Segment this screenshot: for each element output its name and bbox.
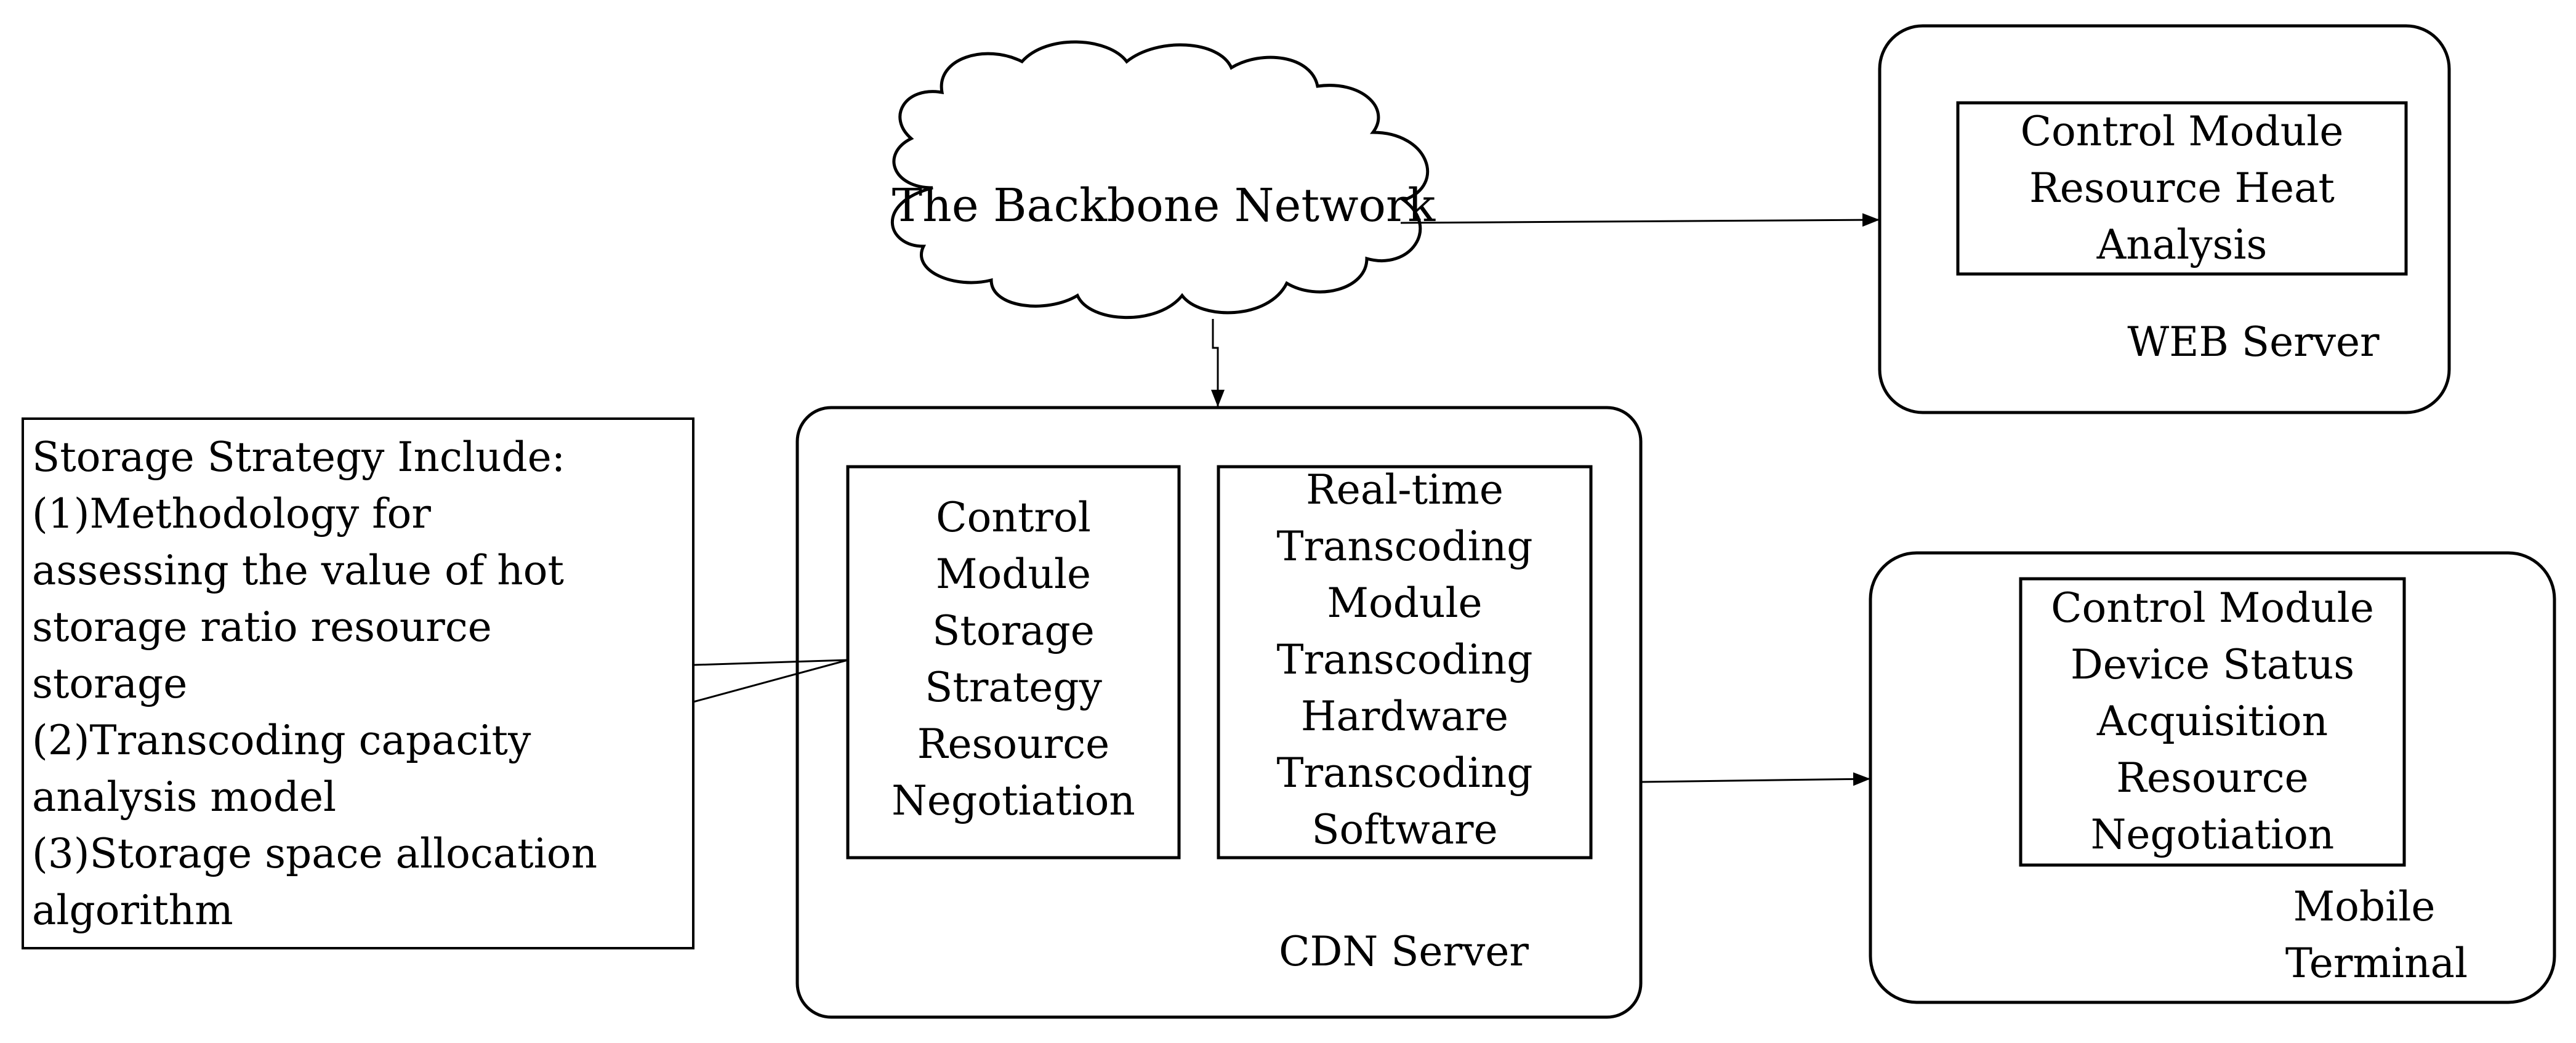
backbone-cloud <box>890 40 1430 320</box>
web-server-title: WEB Server <box>2127 318 2380 366</box>
mobile-module-line-5: Negotiation <box>2090 811 2335 858</box>
mobile-terminal-box <box>1869 551 2556 1004</box>
strategy-line-5: storage <box>32 660 188 707</box>
strategy-line-7: analysis model <box>32 773 337 821</box>
strategy-line-9: algorithm <box>32 887 233 934</box>
cdn-transcoding-line-6: Transcoding <box>1276 749 1533 797</box>
cdn-server-box <box>795 406 1643 1019</box>
mobile-module-line-4: Resource <box>2116 754 2309 802</box>
web-control-module-box <box>1956 101 2408 276</box>
cdn-transcoding-module-text: Real-time Transcoding Module Transcoding… <box>1218 462 1591 858</box>
callout-line-upper <box>693 659 848 666</box>
mobile-module-line-1: Control Module <box>2051 584 2374 632</box>
strategy-line-3: assessing the value of hot <box>32 547 564 594</box>
mobile-title-line-2: Terminal <box>2285 940 2468 987</box>
backbone-network-label: The Backbone Network <box>892 179 1436 232</box>
cdn-transcoding-line-3: Module <box>1327 579 1483 627</box>
cdn-control-line-1: Control <box>936 494 1091 541</box>
cdn-control-line-6: Negotiation <box>892 777 1135 824</box>
web-server-box <box>1878 24 2451 414</box>
cdn-transcoding-module-box <box>1217 465 1593 860</box>
storage-strategy-box <box>22 417 694 949</box>
web-control-module-text: Control Module Resource Heat Analysis <box>1958 103 2406 273</box>
cdn-transcoding-line-2: Transcoding <box>1276 523 1533 570</box>
cdn-server-title: CDN Server <box>1279 928 1529 975</box>
mobile-module-line-3: Acquisition <box>2096 698 2328 745</box>
cdn-transcoding-line-4: Transcoding <box>1276 636 1533 683</box>
strategy-line-2: (1)Methodology for <box>32 490 431 538</box>
mobile-title-line-1: Mobile <box>2293 883 2436 930</box>
strategy-line-6: (2)Transcoding capacity <box>32 717 531 764</box>
mobile-control-module-box <box>2019 577 2406 867</box>
arrow-cdn-to-mobile <box>1640 772 1870 786</box>
cdn-control-line-5: Resource <box>917 720 1110 768</box>
arrow-backbone-to-web <box>1400 213 1880 227</box>
cdn-transcoding-line-5: Hardware <box>1300 693 1509 740</box>
strategy-line-4: storage ratio resource <box>32 603 492 651</box>
storage-strategy-text: Storage Strategy Include: (1)Methodology… <box>32 429 691 939</box>
strategy-line-8: (3)Storage space allocation <box>32 830 598 877</box>
callout-line-lower <box>693 659 848 703</box>
arrow-backbone-to-cdn <box>1211 319 1225 407</box>
mobile-control-module-text: Control Module Device Status Acquisition… <box>2021 580 2404 863</box>
cdn-control-line-4: Strategy <box>925 664 1102 711</box>
cdn-control-module-box <box>846 465 1181 860</box>
cdn-control-module-text: Control Module Storage Strategy Resource… <box>848 489 1179 829</box>
mobile-terminal-title: Mobile Terminal <box>2192 879 2537 992</box>
mobile-module-line-2: Device Status <box>2070 641 2355 688</box>
cdn-transcoding-line-7: Software <box>1311 806 1498 853</box>
web-module-line-3: Analysis <box>2096 221 2268 268</box>
web-module-line-2: Resource Heat <box>2029 164 2335 212</box>
web-module-line-1: Control Module <box>2020 108 2344 155</box>
cdn-control-line-3: Storage <box>932 607 1095 654</box>
cdn-control-line-2: Module <box>935 550 1092 598</box>
cdn-transcoding-line-1: Real-time <box>1306 466 1503 513</box>
strategy-line-1: Storage Strategy Include: <box>32 433 566 481</box>
